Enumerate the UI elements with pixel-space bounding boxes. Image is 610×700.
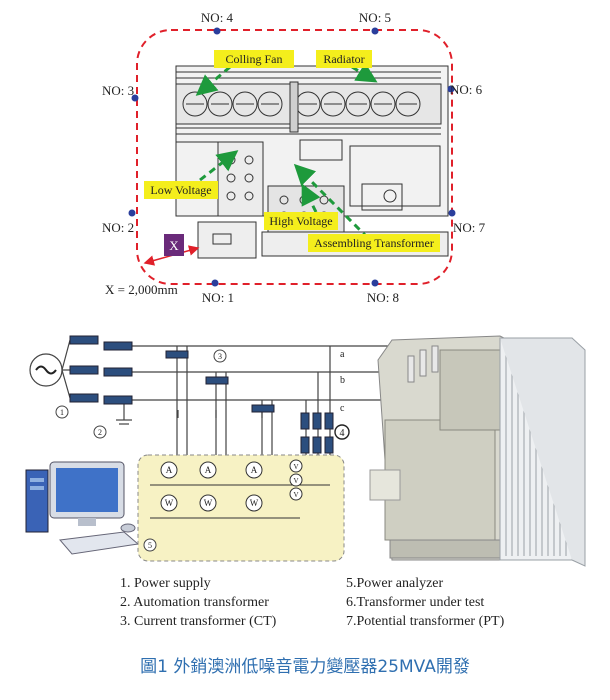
measure-point-8: NO: 8 bbox=[367, 279, 399, 305]
svg-text:A: A bbox=[251, 465, 258, 475]
measure-point-7: NO: 7 bbox=[448, 209, 486, 235]
analyzer-meters bbox=[150, 459, 330, 519]
computer-icon bbox=[25, 461, 140, 555]
svg-text:NO: 6: NO: 6 bbox=[450, 82, 483, 97]
figure-caption: 圖1 外銷澳洲低噪音電力變壓器25MVA開發 bbox=[140, 657, 470, 677]
measurement-boundary bbox=[136, 29, 453, 285]
callout-assembling-transformer: Assembling Transformer bbox=[308, 234, 440, 252]
svg-text:Low Voltage: Low Voltage bbox=[150, 183, 211, 197]
wattmeter-labels: W W W bbox=[165, 498, 259, 508]
measure-point-6: NO: 6 bbox=[447, 82, 483, 97]
legend-item-power-analyzer: 5.Power analyzer bbox=[346, 576, 444, 591]
svg-text:High Voltage: High Voltage bbox=[269, 214, 332, 228]
svg-text:NO: 4: NO: 4 bbox=[201, 10, 234, 25]
legend-item-automation-transformer: 2. Automation transformer bbox=[120, 595, 269, 610]
svg-text:4: 4 bbox=[340, 428, 345, 439]
legend-item-transformer-under-test: 6.Transformer under test bbox=[346, 595, 485, 610]
circle-label-2: 2 bbox=[93, 425, 107, 439]
svg-text:V: V bbox=[293, 491, 298, 499]
measure-point-3: NO: 3 bbox=[102, 83, 139, 102]
svg-text:Assembling Transformer: Assembling Transformer bbox=[314, 236, 434, 250]
voltmeter-labels: V V V bbox=[293, 463, 298, 499]
svg-text:NO: 7: NO: 7 bbox=[453, 220, 486, 235]
legend-item-potential-transformer: 7.Potential transformer (PT) bbox=[346, 614, 505, 629]
svg-text:W: W bbox=[250, 498, 259, 508]
svg-text:5: 5 bbox=[148, 541, 152, 550]
svg-text:NO: 5: NO: 5 bbox=[359, 10, 391, 25]
transformer-under-test-image bbox=[369, 335, 586, 567]
x-distance-value: X = 2,000mm bbox=[105, 282, 178, 297]
circle-label-3: 3 bbox=[213, 349, 227, 363]
measure-point-5: NO: 5 bbox=[359, 10, 391, 35]
svg-text:A: A bbox=[205, 465, 212, 475]
svg-text:NO: 2: NO: 2 bbox=[102, 220, 134, 235]
svg-text:1: 1 bbox=[60, 408, 64, 417]
measure-point-4: NO: 4 bbox=[201, 10, 234, 35]
legend-item-power-supply: 1. Power supply bbox=[120, 576, 211, 591]
svg-text:NO: 3: NO: 3 bbox=[102, 83, 134, 98]
svg-text:NO: 1: NO: 1 bbox=[202, 290, 234, 305]
phase-label-a: a bbox=[340, 349, 345, 360]
legend-right-column: 5.Power analyzer 6.Transformer under tes… bbox=[346, 576, 504, 633]
automation-transformer bbox=[69, 335, 133, 405]
svg-text:2: 2 bbox=[98, 428, 102, 437]
svg-text:V: V bbox=[293, 477, 298, 485]
phase-label-c: c bbox=[340, 403, 345, 414]
measure-point-1: NO: 1 bbox=[202, 279, 234, 305]
x-marker-box bbox=[164, 234, 184, 256]
svg-text:Radiator: Radiator bbox=[323, 52, 364, 66]
callout-cooling-fan: Colling Fan bbox=[214, 50, 294, 68]
svg-text:3: 3 bbox=[218, 352, 222, 361]
potential-transformers bbox=[300, 412, 334, 454]
legend-left-column: 1. Power supply 2. Automation transforme… bbox=[120, 576, 276, 633]
circle-label-5: 5 bbox=[143, 538, 157, 552]
measure-point-2: NO: 2 bbox=[102, 209, 136, 235]
fan-row bbox=[182, 91, 421, 117]
circle-label-4: 4 bbox=[334, 424, 350, 440]
phase-label-b: b bbox=[340, 375, 345, 386]
circle-label-1: 1 bbox=[55, 405, 69, 419]
legend-item-current-transformer: 3. Current transformer (CT) bbox=[120, 614, 277, 629]
callout-low-voltage: Low Voltage bbox=[144, 181, 218, 199]
callout-high-voltage: High Voltage bbox=[264, 212, 338, 230]
ammeter-labels: A A A bbox=[166, 465, 258, 475]
svg-text:A: A bbox=[166, 465, 173, 475]
callout-radiator: Radiator bbox=[316, 50, 372, 68]
current-transformers bbox=[165, 350, 275, 413]
svg-text:Colling Fan: Colling Fan bbox=[225, 52, 282, 66]
svg-text:W: W bbox=[165, 498, 174, 508]
svg-text:W: W bbox=[204, 498, 213, 508]
x-marker-label: X bbox=[169, 238, 179, 253]
svg-text:NO: 8: NO: 8 bbox=[367, 290, 399, 305]
svg-text:V: V bbox=[293, 463, 298, 471]
callout-arrows bbox=[195, 62, 378, 240]
transformer-layout-drawing bbox=[175, 65, 449, 259]
